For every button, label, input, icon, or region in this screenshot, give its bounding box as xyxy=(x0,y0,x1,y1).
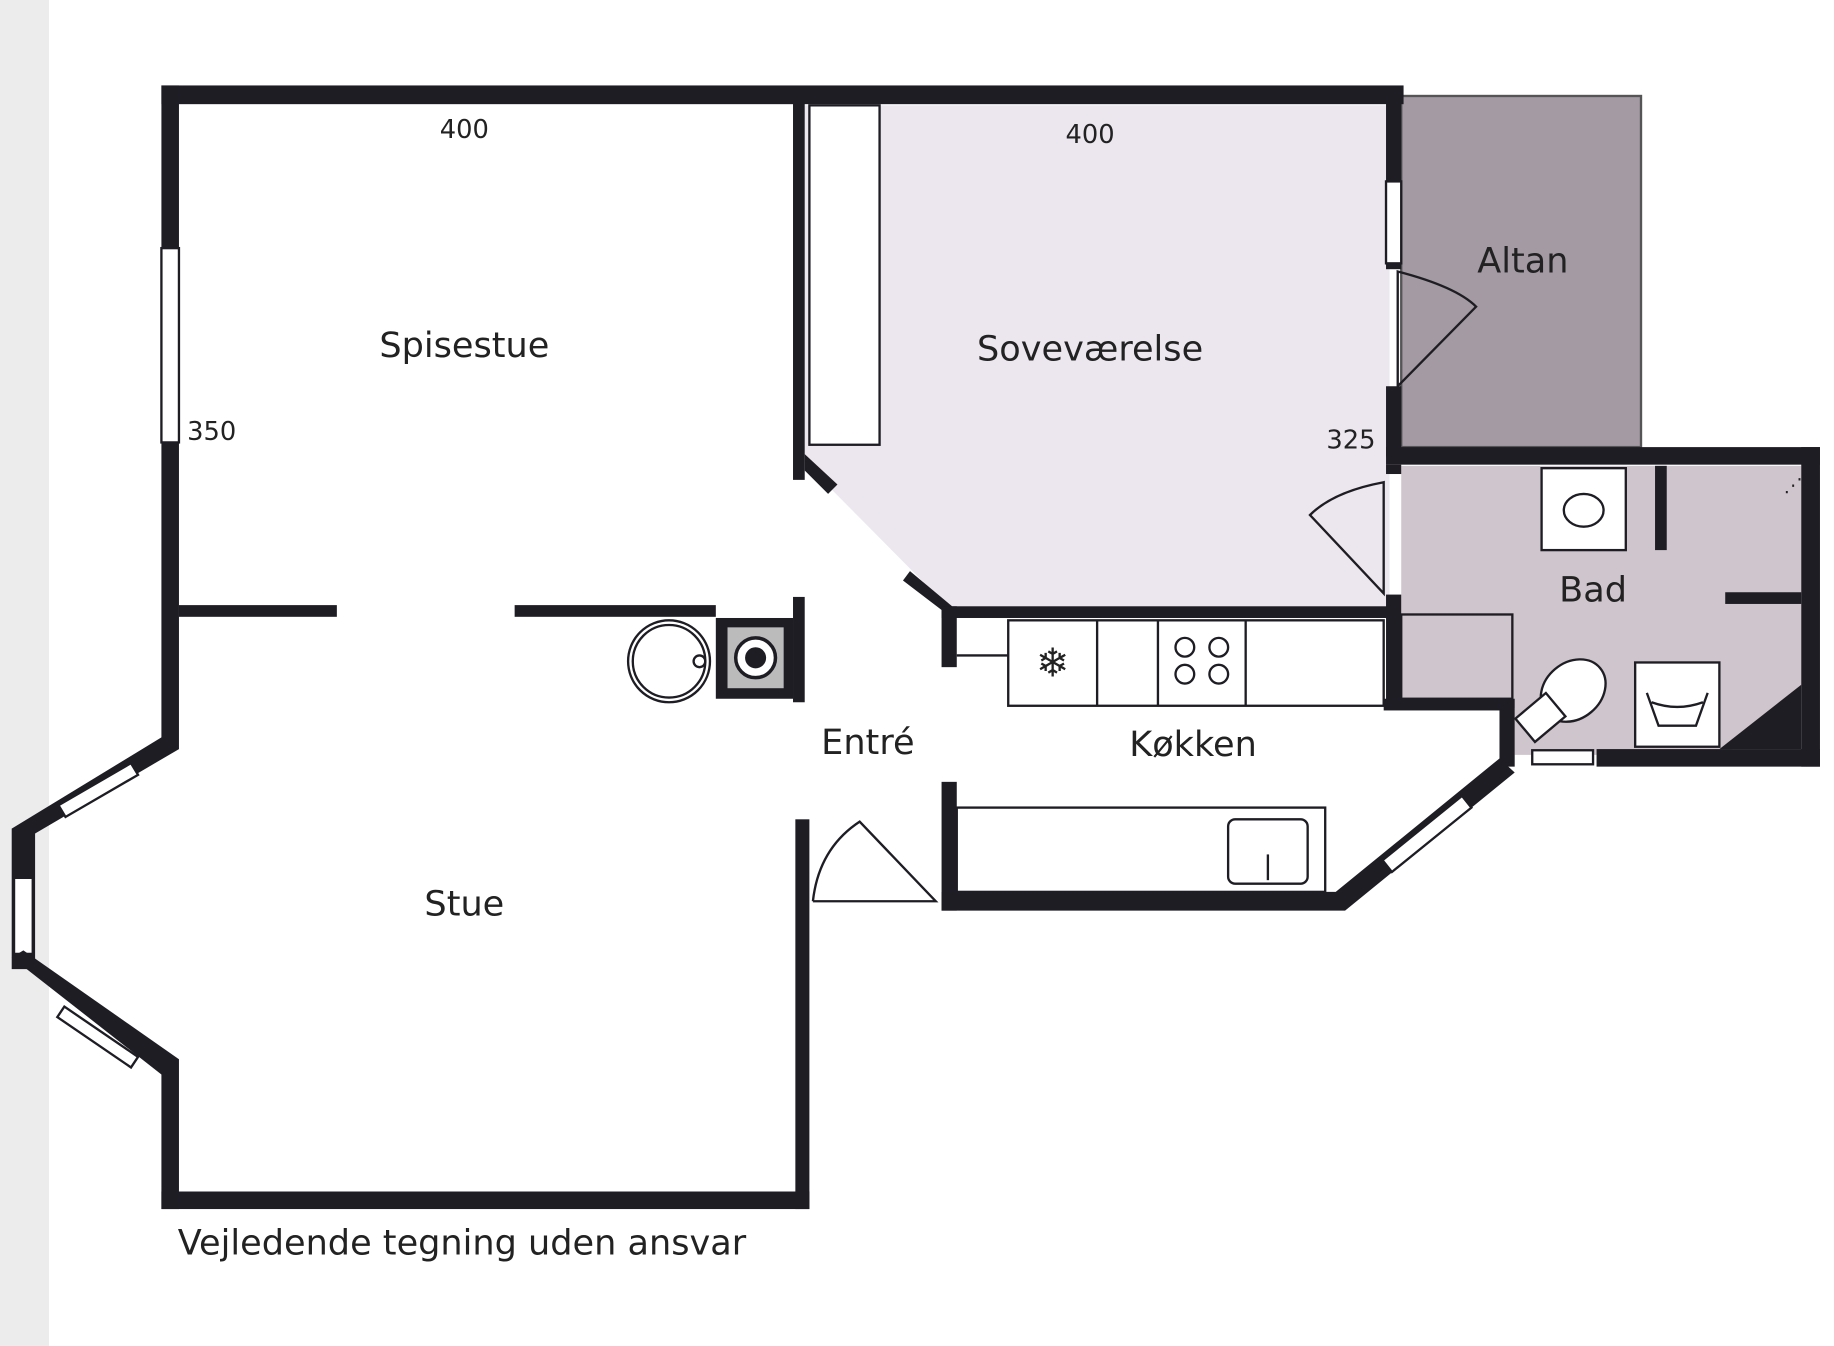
wall-spisestue-stue-b xyxy=(514,605,716,617)
dim-sovevaerelse-height: 325 xyxy=(1326,425,1375,455)
wall-kitchen-bottom xyxy=(941,758,1515,911)
wall-left-lower xyxy=(161,1059,179,1210)
window-bay-lower xyxy=(55,1004,140,1070)
wall-entre-right-b xyxy=(941,781,957,911)
closet xyxy=(808,104,881,446)
dim-sovevaerelse-width: 400 xyxy=(1066,120,1115,150)
wall-bath-inner xyxy=(1655,465,1667,551)
wall-diag-a xyxy=(804,454,838,494)
washbasin xyxy=(1633,661,1721,748)
wall-spisestue-stue-a xyxy=(178,605,337,617)
door-altan[interactable] xyxy=(1396,270,1478,390)
bath-cabinet xyxy=(1400,613,1514,700)
label-bad: Bad xyxy=(1559,570,1627,611)
window-bay-mid xyxy=(12,876,34,956)
door-bedroom[interactable] xyxy=(1308,480,1385,597)
wall-entre-right-a xyxy=(941,606,957,668)
wall-entre-left-a xyxy=(793,596,805,703)
door-entrance[interactable] xyxy=(811,820,939,903)
shower-icon: ⋰ xyxy=(1784,476,1803,497)
window-bath xyxy=(1531,749,1595,766)
room-altan-fill xyxy=(1400,94,1643,449)
dryer-icon xyxy=(626,619,712,704)
wall-kitchen-mid xyxy=(1383,698,1513,711)
label-altan: Altan xyxy=(1477,241,1568,282)
wall-bath-inner-b xyxy=(1725,592,1802,604)
wall-bath-left-b xyxy=(1386,594,1402,709)
dim-spisestue-width: 400 xyxy=(440,115,489,145)
window-kitchen xyxy=(1380,794,1474,874)
left-margin-strip xyxy=(0,0,49,1346)
dim-spisestue-height: 350 xyxy=(187,417,236,447)
wall-stue-bottom xyxy=(161,1191,810,1210)
wall-bath-left-a xyxy=(1386,464,1402,475)
window-spisestue xyxy=(160,246,181,444)
stove-icon xyxy=(1174,636,1230,685)
room-sovevaerelse-fill xyxy=(804,105,1390,609)
kitchen-counter-top xyxy=(1007,619,1385,707)
label-sovevaerelse: Soveværelse xyxy=(977,328,1203,369)
wall-bath-bottom xyxy=(1596,749,1820,767)
fridge-snowflake-icon: ❄ xyxy=(1036,640,1069,686)
toilet-icon xyxy=(1513,658,1607,744)
wall-bath-top xyxy=(1386,447,1820,465)
kitchen-sink xyxy=(1226,818,1309,885)
wall-bath-lower xyxy=(1499,698,1515,767)
wall-stue-right xyxy=(795,819,810,1210)
wall-spisestue-bedroom xyxy=(793,102,805,480)
label-entre: Entré xyxy=(821,722,914,763)
label-spisestue: Spisestue xyxy=(379,325,549,366)
kitchen-counter-bottom xyxy=(955,806,1327,894)
window-bay-upper xyxy=(56,761,140,819)
wall-diag-b xyxy=(902,571,953,618)
window-bedroom xyxy=(1384,180,1403,265)
wall-bay-lower xyxy=(11,950,179,1075)
wall-bedroom-right-b xyxy=(1386,386,1402,457)
wall-bath-right xyxy=(1801,447,1820,767)
wall-top xyxy=(161,85,1404,105)
bath-sink xyxy=(1540,467,1627,552)
wall-kitchen-top xyxy=(941,606,1398,618)
label-stue: Stue xyxy=(424,883,504,924)
caption: Vejledende tegning uden ansvar xyxy=(178,1223,747,1264)
label-kokken: Køkken xyxy=(1129,724,1257,765)
